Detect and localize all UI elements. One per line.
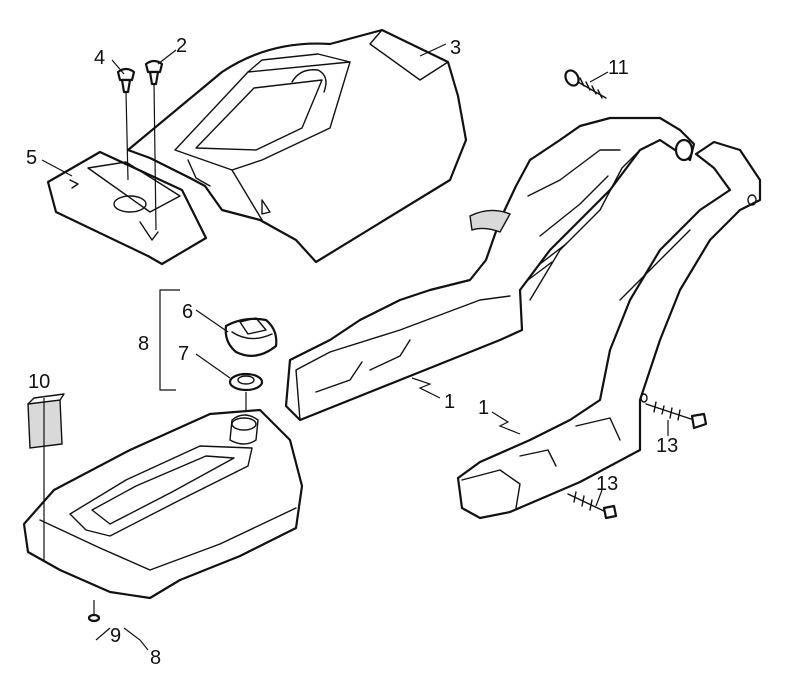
part-screw-2 — [144, 59, 164, 86]
part-tank-cap — [224, 317, 278, 357]
callout-10: 10 — [28, 371, 50, 393]
callout-8-tank: 8 — [138, 333, 149, 355]
callout-5: 5 — [26, 147, 37, 169]
part-handle-rear — [284, 116, 696, 422]
callout-4: 4 — [94, 47, 105, 69]
part-washer — [87, 613, 101, 623]
part-handle-front — [456, 140, 762, 520]
callout-labels: 1 1 2 3 4 5 6 7 8 8 9 10 11 13 13 — [26, 35, 678, 669]
part-screw-13-upper — [645, 401, 708, 430]
part-screw-4 — [116, 67, 136, 94]
callout-13-upper: 13 — [656, 435, 678, 457]
callout-1-front: 1 — [478, 397, 489, 419]
part-upper-cover — [126, 28, 468, 264]
part-tank-housing — [22, 408, 304, 600]
part-cover-cap — [46, 150, 208, 266]
callout-1-rear: 1 — [444, 391, 455, 413]
part-screw-11 — [564, 69, 607, 99]
part-screw-13-lower — [567, 491, 618, 520]
part-seal-ring — [228, 372, 264, 392]
part-pad — [27, 393, 65, 449]
leader-lines — [41, 43, 669, 651]
callout-11: 11 — [608, 57, 629, 79]
callout-13-lower: 13 — [596, 473, 618, 495]
callout-6: 6 — [182, 301, 193, 323]
callout-3: 3 — [450, 37, 461, 59]
callout-7: 7 — [178, 343, 189, 365]
callout-2: 2 — [176, 35, 187, 57]
callout-8-bottom: 8 — [150, 647, 161, 669]
callout-9: 9 — [110, 625, 121, 647]
